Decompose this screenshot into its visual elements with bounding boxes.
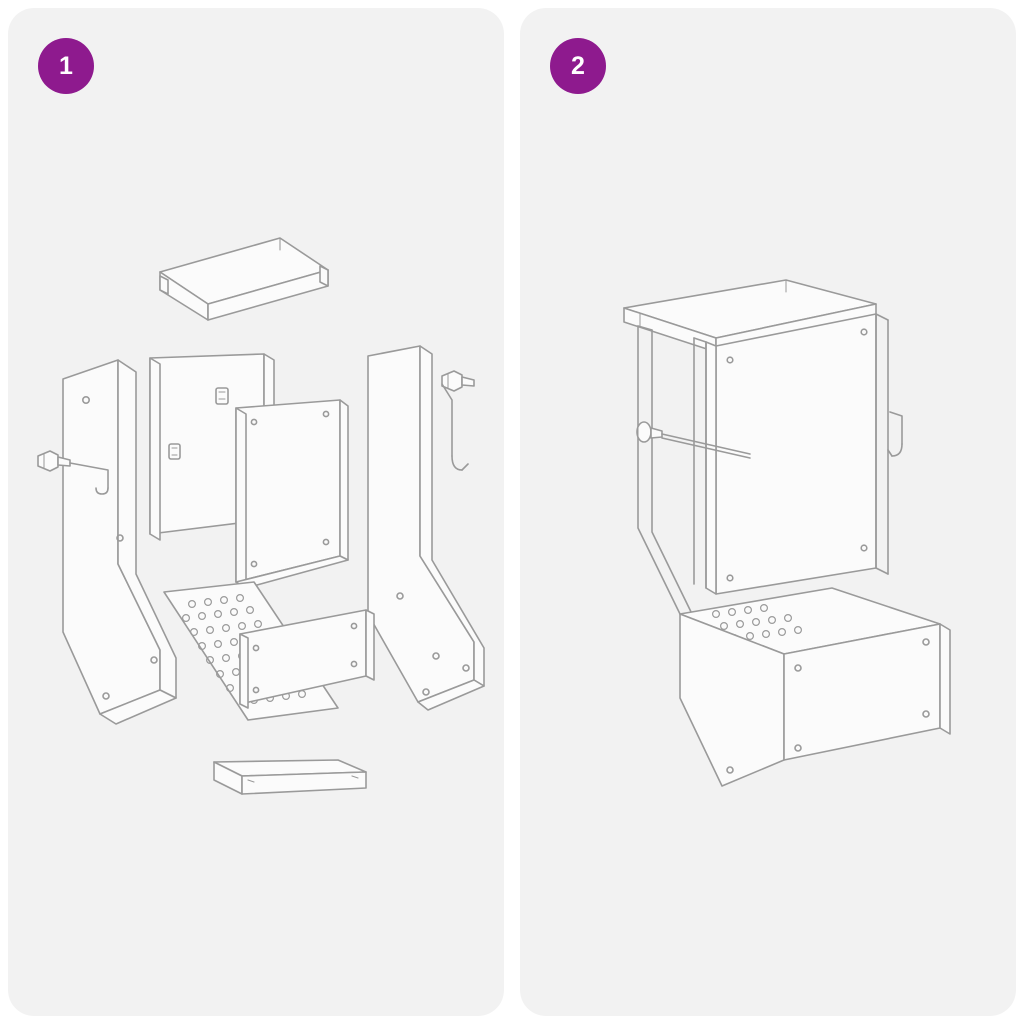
part-top-lid-panel xyxy=(159,237,329,321)
part-front-trough-panel xyxy=(239,609,375,709)
assembled-side-hook xyxy=(887,411,903,457)
part-right-side-panel xyxy=(367,345,485,711)
part-left-rod-hook xyxy=(69,462,109,495)
step-badge-1: 1 xyxy=(38,38,94,94)
step-panel-2: 2 xyxy=(520,8,1016,1016)
exploded-view-diagram xyxy=(37,237,485,795)
assembled-view-diagram xyxy=(623,279,951,787)
assembled-right-side-frame xyxy=(875,313,889,575)
step-panel-1: 1 xyxy=(8,8,504,1016)
part-right-bolt-fastener xyxy=(441,370,475,392)
assembled-knob-fastener xyxy=(636,421,663,443)
part-front-panel xyxy=(235,399,349,589)
part-bottom-shelf-panel xyxy=(213,759,367,795)
part-left-bolt-fastener xyxy=(37,450,71,472)
step-badge-2: 2 xyxy=(550,38,606,94)
part-right-rod-hook xyxy=(441,383,469,471)
assembled-front-trough xyxy=(679,613,951,787)
assembled-left-side-frame xyxy=(637,325,707,619)
part-left-side-panel xyxy=(62,359,177,725)
assembled-side-rod xyxy=(661,433,751,459)
